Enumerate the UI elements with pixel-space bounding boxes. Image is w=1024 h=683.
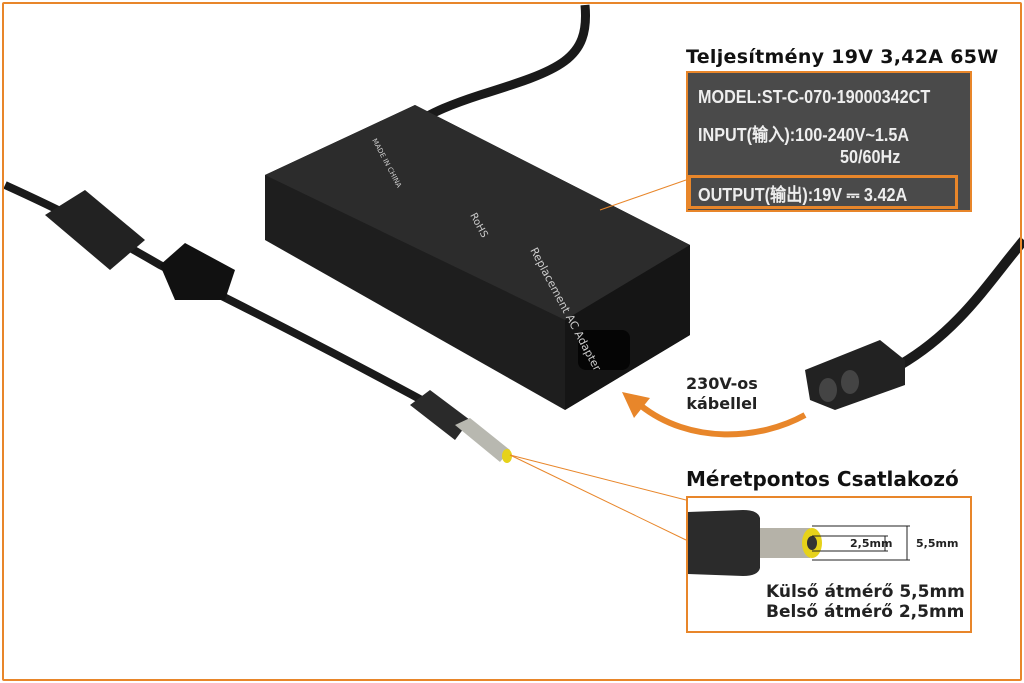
spec-output: OUTPUT(输出):19V ⎓ 3.42A bbox=[698, 185, 908, 205]
cable-note-line1: 230V-os bbox=[686, 374, 758, 393]
tip-callout-line bbox=[509, 454, 687, 501]
spec-title: Teljesítmény 19V 3,42A 65W bbox=[686, 46, 999, 68]
outer-dimension: 5,5mm bbox=[916, 537, 959, 550]
spec-label-box: MODEL:ST-C-070-19000342CT INPUT(输入):100-… bbox=[686, 71, 972, 212]
adapter-body: Replacement AC Adapter RoHS MADE IN CHIN… bbox=[265, 105, 690, 410]
ac-cable bbox=[897, 236, 1024, 370]
outer-diameter-text: Külső átmérő 5,5mm bbox=[766, 582, 965, 602]
inner-dimension: 2,5mm bbox=[850, 537, 893, 550]
c7-plug bbox=[805, 340, 905, 410]
spec-input: INPUT(输入):100-240V~1.5A bbox=[698, 125, 910, 145]
cable-note: 230V-os kábellel bbox=[686, 374, 758, 414]
inner-diameter-text: Belső átmérő 2,5mm bbox=[766, 602, 965, 622]
connector-closeup bbox=[688, 510, 910, 576]
ferrite-bead bbox=[45, 190, 145, 270]
velcro-strap bbox=[160, 243, 235, 300]
spec-model: MODEL:ST-C-070-19000342CT bbox=[698, 87, 931, 107]
connector-title: Méretpontos Csatlakozó bbox=[686, 467, 959, 491]
output-highlight bbox=[688, 175, 958, 209]
connector-box: 2,5mm 5,5mm Külső átmérő 5,5mm Belső átm… bbox=[686, 496, 972, 633]
spec-frequency: 50/60Hz bbox=[840, 147, 901, 167]
cable-note-line2: kábellel bbox=[686, 394, 758, 413]
iec-socket bbox=[578, 330, 630, 370]
top-cable bbox=[417, 4, 591, 125]
dc-plug bbox=[410, 390, 512, 463]
curved-arrow-icon bbox=[638, 402, 807, 438]
output-callout-line bbox=[599, 179, 687, 211]
